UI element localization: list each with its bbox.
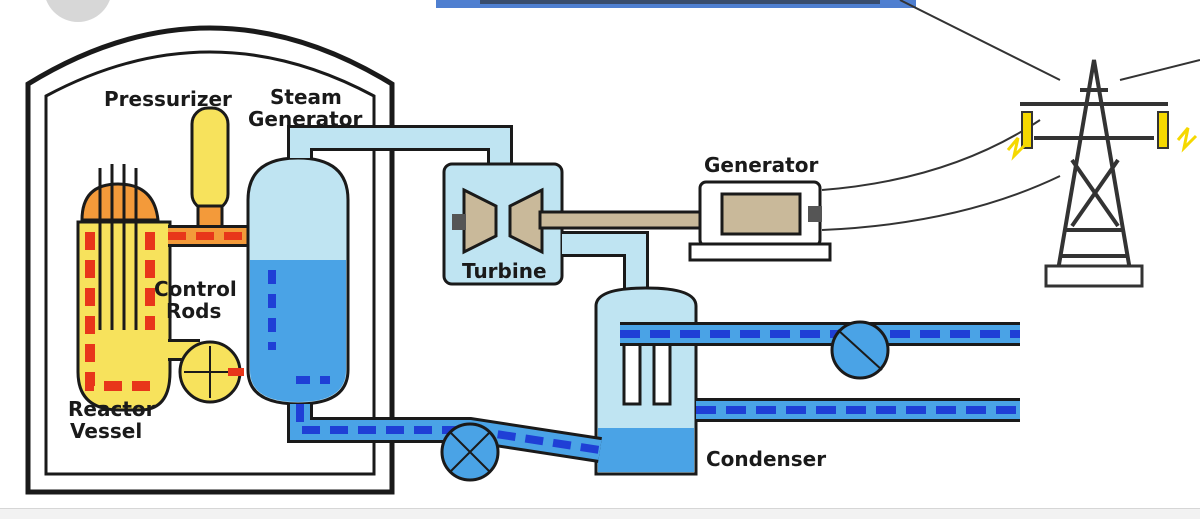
cooling-water-loop: [620, 320, 1020, 422]
feedwater-line: [287, 404, 602, 482]
reactor-vessel-label-line2: Vessel: [70, 419, 143, 443]
steam-generator: [246, 156, 350, 406]
generator-label: Generator: [704, 153, 819, 177]
generator: [688, 180, 832, 262]
condenser-label: Condenser: [706, 447, 827, 471]
transmission-tower: [1006, 59, 1198, 288]
steam-generator-label-line1: Steam: [270, 85, 342, 109]
power-lines: [821, 0, 1200, 231]
turbine: [442, 162, 564, 286]
steam-line: [287, 125, 513, 168]
pressurizer-label: Pressurizer: [104, 87, 232, 111]
bottom-bar: [0, 508, 1200, 519]
exhaust-line: [562, 231, 649, 290]
avatar-circle: [46, 0, 110, 22]
control-rods-label-line1: Control: [154, 277, 237, 301]
turbine-label: Turbine: [462, 259, 547, 283]
pressurizer: [190, 106, 230, 238]
control-rods-label-line2: Rods: [166, 299, 222, 323]
reactor-vessel-label-line1: Reactor: [68, 397, 156, 421]
condenser: [594, 286, 698, 476]
control-rods: [98, 164, 138, 330]
turbine-shaft: [538, 210, 720, 230]
steam-generator-label-line2: Generator: [248, 107, 363, 131]
